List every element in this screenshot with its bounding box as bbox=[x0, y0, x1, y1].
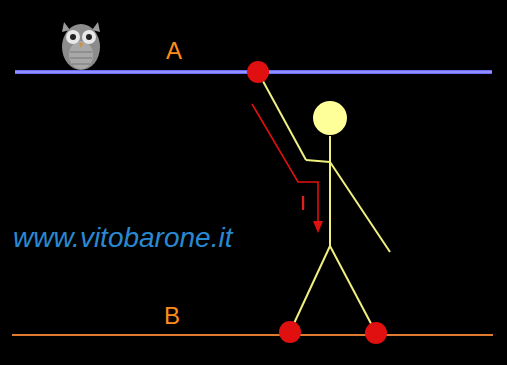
wire-label: A bbox=[166, 39, 182, 63]
owl-icon bbox=[62, 22, 100, 70]
wire-label: B bbox=[164, 304, 180, 328]
wire-b bbox=[12, 334, 493, 336]
watermark: www.vitobarone.it bbox=[13, 224, 232, 252]
figure-head bbox=[313, 101, 347, 135]
current-arrow bbox=[252, 104, 323, 233]
current-label: I bbox=[300, 193, 306, 213]
stick-figure bbox=[258, 72, 390, 333]
contact-dot bbox=[247, 61, 269, 83]
contact-dot bbox=[365, 322, 387, 344]
contact-dot bbox=[279, 321, 301, 343]
